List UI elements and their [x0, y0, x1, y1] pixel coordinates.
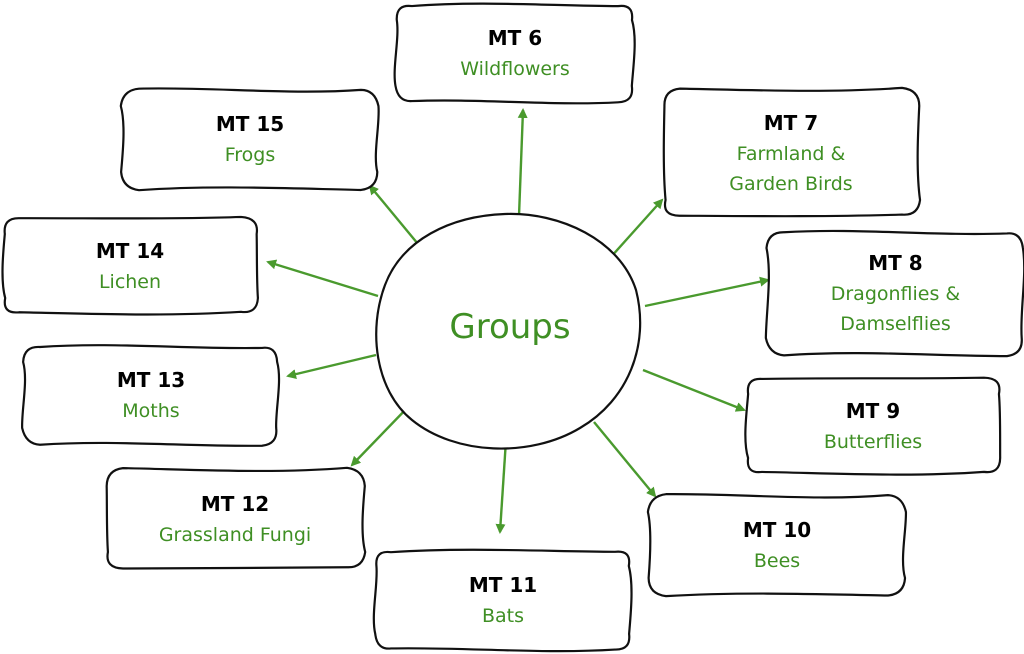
group-label: Bees: [754, 550, 800, 572]
group-node: MT 10 Bees: [646, 493, 908, 598]
group-node-outline: [372, 548, 633, 653]
group-node-outline: [1, 215, 260, 316]
group-node-outline: [764, 229, 1024, 358]
group-code: MT 8: [868, 251, 922, 275]
group-node: MT 11 Bats: [372, 548, 633, 653]
group-label: Damselflies: [840, 313, 950, 335]
group-node: MT 8 Dragonflies & Damselflies: [764, 229, 1024, 358]
group-label: Moths: [122, 400, 179, 422]
group-label: Farmland &: [737, 143, 846, 165]
group-node-outline: [744, 376, 1002, 476]
group-node-outline: [662, 86, 922, 218]
connector-arrow: [644, 276, 770, 308]
group-label: Butterflies: [824, 431, 922, 453]
group-label: Garden Birds: [729, 173, 852, 195]
group-node: MT 13 Moths: [21, 344, 281, 447]
group-node: MT 15 Frogs: [119, 87, 380, 192]
group-code: MT 11: [469, 573, 537, 597]
group-node: MT 7 Farmland & Garden Birds: [662, 86, 922, 218]
group-code: MT 12: [201, 492, 269, 516]
group-code: MT 6: [488, 26, 542, 50]
group-label: Wildflowers: [460, 58, 570, 80]
group-label: Frogs: [225, 144, 276, 166]
central-node-outline: [375, 212, 642, 450]
connector-arrow: [642, 368, 746, 412]
connector-arrow: [495, 439, 508, 534]
connector-arrow: [368, 184, 419, 245]
group-code: MT 7: [764, 111, 818, 135]
group-code: MT 15: [216, 112, 284, 136]
group-label: Bats: [482, 605, 524, 627]
group-node-outline: [393, 2, 636, 105]
group-node: MT 14 Lichen: [1, 215, 260, 316]
group-node-outline: [105, 466, 367, 570]
group-node: MT 12 Grassland Fungi: [105, 466, 367, 570]
group-node-outline: [646, 493, 908, 598]
group-code: MT 13: [117, 368, 185, 392]
group-label: Dragonflies &: [831, 283, 961, 305]
connector-arrow: [517, 108, 528, 217]
connector-arrow: [593, 421, 657, 498]
group-node-outline: [21, 344, 281, 447]
group-label: Grassland Fungi: [159, 524, 311, 546]
group-node: MT 9 Butterflies: [744, 376, 1002, 476]
group-code: MT 14: [96, 239, 164, 263]
connector-arrow: [609, 198, 664, 259]
central-node: Groups: [375, 212, 642, 450]
connector-arrow: [266, 259, 379, 298]
connector-arrows: [266, 108, 770, 534]
group-code: MT 10: [743, 518, 811, 542]
central-node-label: Groups: [449, 307, 570, 347]
connector-arrow: [286, 353, 377, 380]
group-code: MT 9: [846, 399, 900, 423]
connector-arrow: [350, 404, 411, 467]
group-node-outline: [119, 87, 380, 192]
group-node: MT 6 Wildflowers: [393, 2, 636, 105]
group-label: Lichen: [99, 271, 161, 293]
